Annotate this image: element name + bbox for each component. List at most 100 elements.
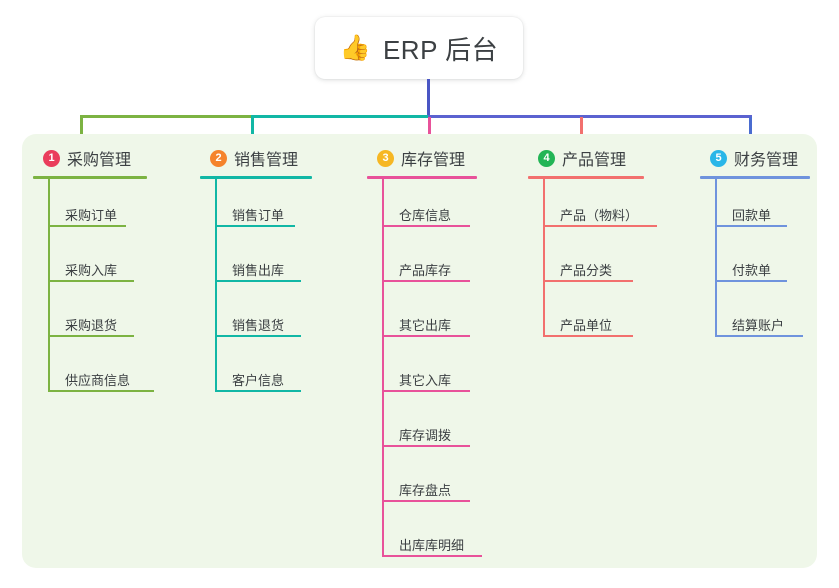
submenu-item-label: 仓库信息 (399, 208, 452, 223)
submenu-item-label: 库存盘点 (399, 483, 452, 498)
submenu-item[interactable]: 付款单 (700, 234, 810, 289)
submenu-item-underline (715, 225, 787, 227)
branch-subtree: 采购订单采购入库采购退货供应商信息 (33, 179, 154, 399)
branch-header-1[interactable]: 1 采购管理 (33, 146, 147, 170)
submenu-item-underline (382, 555, 482, 557)
submenu-item-underline (543, 335, 633, 337)
branch-title: 库存管理 (401, 152, 466, 169)
submenu-item[interactable]: 库存调拨 (367, 399, 477, 454)
subtree-spine (215, 179, 217, 392)
submenu-item[interactable]: 供应商信息 (33, 344, 154, 399)
branch-subtree: 产品（物料） 产品分类产品单位 (528, 179, 657, 344)
submenu-item[interactable]: 产品单位 (528, 289, 644, 344)
submenu-item-underline (382, 445, 470, 447)
submenu-item-label: 采购订单 (65, 208, 118, 223)
branch-header-5[interactable]: 5 财务管理 (700, 146, 810, 170)
submenu-item-label: 其它出库 (399, 318, 452, 333)
submenu-item-underline (48, 335, 134, 337)
submenu-item-label: 采购入库 (65, 263, 118, 278)
submenu-item-underline (543, 280, 633, 282)
submenu-item-underline (382, 335, 470, 337)
branch-underline (33, 176, 147, 179)
submenu-item-label: 供应商信息 (65, 373, 131, 388)
branch-number-badge: 3 (377, 149, 394, 167)
root-trunk-connector (427, 79, 430, 117)
submenu-item[interactable]: 仓库信息 (367, 179, 477, 234)
branch-underline (367, 176, 477, 179)
submenu-item[interactable]: 采购入库 (33, 234, 147, 289)
submenu-item-underline (382, 390, 470, 392)
submenu-item-label: 付款单 (732, 263, 772, 278)
submenu-item[interactable]: 回款单 (700, 179, 810, 234)
submenu-item-label: 销售出库 (232, 263, 285, 278)
submenu-item-underline (715, 280, 787, 282)
branch-bar-middle (251, 115, 429, 118)
submenu-item[interactable]: 采购订单 (33, 179, 147, 234)
root-node[interactable]: 👍 ERP 后台 (315, 17, 523, 79)
submenu-item-underline (382, 225, 470, 227)
submenu-item[interactable]: 产品分类 (528, 234, 644, 289)
submenu-item-label: 产品库存 (399, 263, 452, 278)
submenu-item-label: 回款单 (732, 208, 772, 223)
submenu-item[interactable]: 出库库明细 (367, 509, 482, 564)
submenu-item-label: 库存调拨 (399, 428, 452, 443)
submenu-item[interactable]: 采购退货 (33, 289, 147, 344)
branch-number-badge: 1 (43, 149, 60, 167)
branch-bar-right (428, 115, 752, 118)
submenu-item-label: 结算账户 (732, 318, 785, 333)
submenu-item[interactable]: 产品（物料） (528, 179, 657, 234)
submenu-item-label: 产品（物料） (560, 208, 639, 223)
submenu-item-underline (543, 225, 657, 227)
submenu-item-underline (215, 280, 301, 282)
submenu-item[interactable]: 销售出库 (200, 234, 312, 289)
branch-number-badge: 4 (538, 149, 555, 167)
branch-column-4: 4 产品管理产品（物料） 产品分类产品单位 (528, 146, 657, 344)
submenu-item-underline (382, 500, 470, 502)
root-node-title: ERP 后台 (382, 34, 499, 65)
submenu-item-label: 产品分类 (560, 263, 613, 278)
branch-title: 财务管理 (734, 152, 799, 169)
branch-subtree: 销售订单销售出库销售退货客户信息 (200, 179, 312, 399)
submenu-item[interactable]: 结算账户 (700, 289, 810, 344)
submenu-item[interactable]: 其它出库 (367, 289, 477, 344)
branch-title: 销售管理 (234, 152, 299, 169)
modules-panel (22, 134, 817, 568)
subtree-spine (48, 179, 50, 392)
thumbs-up-icon: 👍 (339, 33, 371, 62)
submenu-item-label: 销售退货 (232, 318, 285, 333)
branch-column-5: 5 财务管理回款单付款单结算账户 (700, 146, 810, 344)
branch-title: 产品管理 (562, 152, 627, 169)
branch-subtree: 仓库信息产品库存其它出库其它入库库存调拨库存盘点出库库明细 (367, 179, 482, 564)
branch-number-badge: 5 (710, 149, 727, 167)
submenu-item[interactable]: 客户信息 (200, 344, 312, 399)
submenu-item[interactable]: 库存盘点 (367, 454, 477, 509)
branch-title: 采购管理 (67, 152, 132, 169)
branch-header-4[interactable]: 4 产品管理 (528, 146, 644, 170)
branch-subtree: 回款单付款单结算账户 (700, 179, 810, 344)
subtree-spine (715, 179, 717, 337)
submenu-item-underline (215, 390, 301, 392)
submenu-item-label: 产品单位 (560, 318, 613, 333)
submenu-item-label: 出库库明细 (399, 538, 465, 553)
branch-underline (528, 176, 644, 179)
submenu-item-underline (215, 225, 295, 227)
submenu-item-underline (215, 335, 301, 337)
branch-column-3: 3 库存管理仓库信息产品库存其它出库其它入库库存调拨库存盘点出库库明细 (367, 146, 482, 564)
submenu-item-underline (48, 390, 154, 392)
branch-bar-left (80, 115, 252, 118)
submenu-item[interactable]: 销售退货 (200, 289, 312, 344)
submenu-item[interactable]: 产品库存 (367, 234, 477, 289)
root-node-content: 👍 ERP 后台 (340, 30, 498, 67)
submenu-item-underline (382, 280, 470, 282)
branch-header-3[interactable]: 3 库存管理 (367, 146, 477, 170)
branch-underline (700, 176, 810, 179)
submenu-item-underline (48, 280, 134, 282)
submenu-item-label: 其它入库 (399, 373, 452, 388)
submenu-item[interactable]: 其它入库 (367, 344, 477, 399)
submenu-item-label: 采购退货 (65, 318, 118, 333)
submenu-item[interactable]: 销售订单 (200, 179, 312, 234)
subtree-spine (382, 179, 384, 557)
